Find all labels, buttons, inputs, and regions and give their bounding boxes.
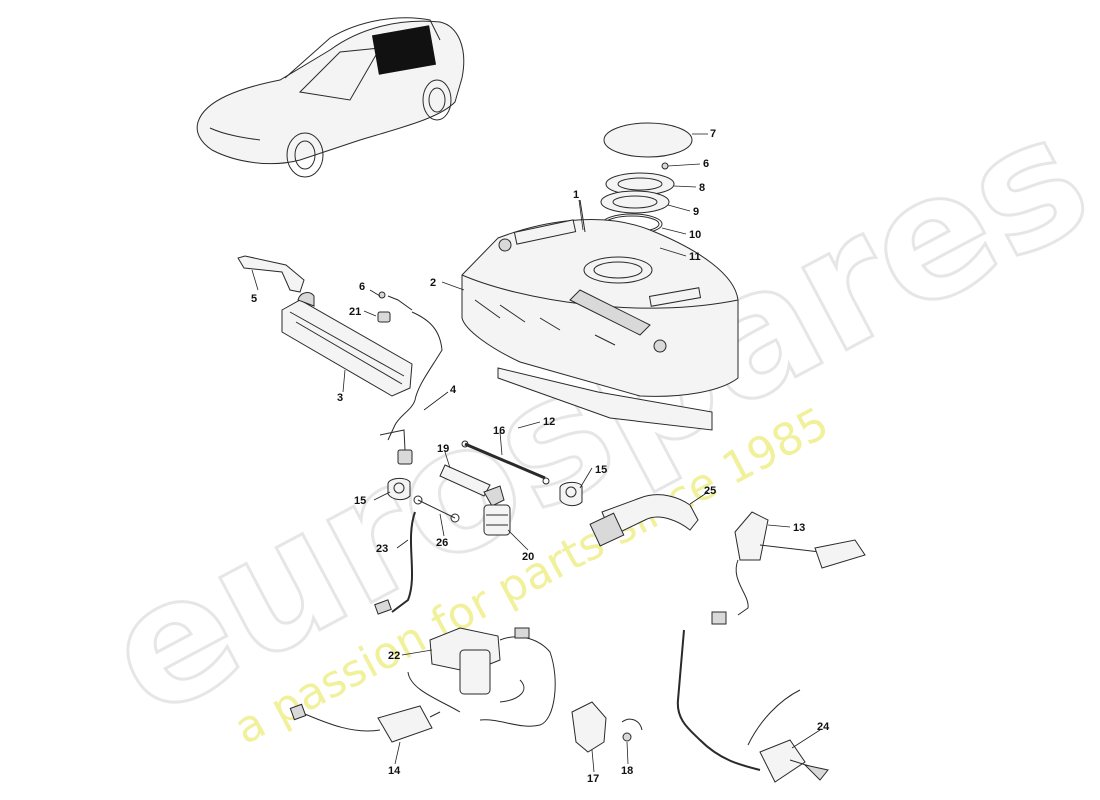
part-24-pump-sender bbox=[676, 629, 829, 783]
callout-15-right: 15 bbox=[595, 464, 607, 476]
part-18-clip bbox=[621, 718, 643, 731]
callout-23: 23 bbox=[376, 543, 388, 555]
callout-24: 24 bbox=[817, 721, 830, 733]
callout-18: 18 bbox=[621, 765, 633, 777]
part-21-valve bbox=[377, 311, 391, 323]
callout-6-clip: 6 bbox=[359, 281, 365, 293]
callout-2: 2 bbox=[430, 277, 436, 289]
callout-25: 25 bbox=[704, 485, 716, 497]
callout-7: 7 bbox=[710, 128, 716, 140]
callout-15-left: 15 bbox=[354, 495, 366, 507]
callout-4: 4 bbox=[450, 384, 457, 396]
callout-19: 19 bbox=[437, 443, 449, 455]
part-13-sender bbox=[711, 511, 866, 625]
callout-26: 26 bbox=[436, 537, 448, 549]
part-12-heat-shield bbox=[497, 367, 713, 431]
part-15-valve-left bbox=[387, 477, 411, 501]
callout-8: 8 bbox=[699, 182, 705, 194]
vehicle-thumbnail bbox=[196, 17, 465, 178]
part-5-bracket bbox=[237, 255, 305, 293]
part-4-harness bbox=[387, 311, 443, 441]
callout-11: 11 bbox=[689, 251, 701, 263]
part-9-flange bbox=[600, 190, 670, 214]
part-26-pipe bbox=[417, 499, 456, 519]
callout-9: 9 bbox=[693, 206, 699, 218]
callout-20: 20 bbox=[522, 551, 534, 563]
callout-5: 5 bbox=[251, 293, 257, 305]
part-25-filler-elbow bbox=[601, 494, 699, 537]
part-22-pump-assembly bbox=[407, 627, 556, 727]
callout-17: 17 bbox=[587, 773, 599, 785]
callout-14: 14 bbox=[388, 765, 401, 777]
part-16-tube bbox=[464, 442, 546, 480]
watermark: eurospares a passion for parts since 198… bbox=[75, 75, 1100, 757]
part-23-hose bbox=[391, 511, 416, 613]
highlight-fuel-area bbox=[371, 25, 437, 75]
callout-labels: 1 2 3 4 5 6 6 7 8 9 10 11 12 13 14 15 15… bbox=[251, 128, 830, 785]
callout-3: 3 bbox=[337, 392, 343, 404]
callout-16: 16 bbox=[493, 425, 505, 437]
part-19-hose bbox=[439, 464, 491, 497]
part-20-filter bbox=[483, 485, 511, 536]
part-6-clip bbox=[378, 291, 386, 299]
callout-21: 21 bbox=[349, 306, 361, 318]
part-7-cover-plate bbox=[603, 122, 693, 158]
callout-13: 13 bbox=[793, 522, 805, 534]
part-1-strap bbox=[579, 199, 586, 233]
part-17-clamp bbox=[571, 701, 607, 753]
callout-22: 22 bbox=[388, 650, 400, 662]
part-6-nut bbox=[661, 162, 669, 170]
part-14-fuel-filter bbox=[289, 703, 441, 743]
callout-1: 1 bbox=[573, 189, 579, 201]
leader-lines bbox=[251, 133, 821, 773]
callout-6-nut: 6 bbox=[703, 158, 709, 170]
part-3-canister bbox=[281, 292, 413, 397]
part-15-valve-right bbox=[559, 481, 583, 507]
callout-12: 12 bbox=[543, 416, 555, 428]
callout-10: 10 bbox=[689, 229, 701, 241]
watermark-brand: eurospares bbox=[76, 77, 1100, 756]
